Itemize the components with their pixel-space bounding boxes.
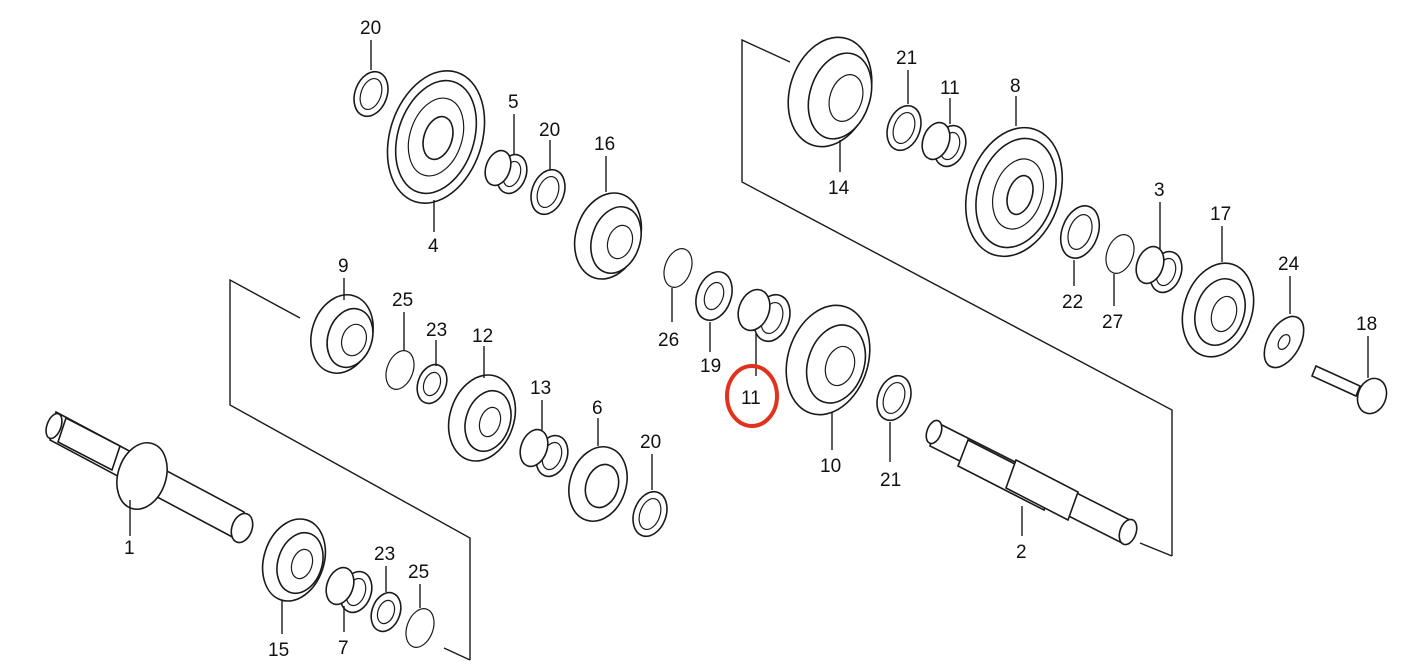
part-25-clip-lower [405, 584, 435, 648]
label-5: 5 [508, 92, 519, 113]
label-27: 27 [1102, 312, 1123, 333]
part-3-bushing [1135, 202, 1183, 294]
label-24: 24 [1278, 254, 1300, 275]
part-27-clip [1105, 234, 1135, 306]
label-3: 3 [1154, 180, 1165, 201]
part-8-gear [964, 96, 1064, 258]
label-1: 1 [124, 538, 135, 559]
part-25-clip-mid [385, 312, 415, 390]
label-18: 18 [1356, 314, 1377, 335]
countershaft-frame [741, 38, 1173, 557]
label-11-highlighted: 11 [741, 388, 761, 409]
part-20-washer-lower [632, 454, 668, 538]
label-10: 10 [820, 456, 841, 477]
part-20-washer-mid [530, 140, 566, 216]
label-25-mid: 25 [392, 290, 413, 311]
label-11-top: 11 [940, 78, 960, 99]
part-2-shaft [925, 419, 1138, 546]
label-21-lower: 21 [880, 470, 901, 491]
label-17: 17 [1210, 204, 1231, 225]
label-4: 4 [428, 236, 439, 257]
label-15: 15 [268, 640, 289, 661]
label-9: 9 [338, 256, 349, 277]
part-22-washer [1059, 205, 1101, 286]
part-11-bushing-top [921, 98, 967, 168]
label-16: 16 [594, 134, 615, 155]
label-20-lower: 20 [640, 432, 661, 453]
label-14: 14 [828, 178, 850, 199]
highlight-circle [725, 364, 779, 428]
part-10-gear [785, 304, 871, 450]
label-7: 7 [338, 638, 349, 659]
part-7-bushing [325, 566, 373, 632]
part-24-washer [1263, 276, 1305, 369]
part-13-bushing [519, 400, 569, 478]
part-5-bushing [484, 114, 528, 195]
label-6: 6 [592, 398, 603, 419]
part-16-gear [573, 156, 643, 280]
part-21-washer-top [886, 70, 922, 152]
label-20-top: 20 [360, 18, 381, 39]
part-1-shaft [45, 410, 254, 544]
part-18-bolt [1310, 336, 1388, 415]
mainshaft-frame [229, 278, 471, 661]
label-8: 8 [1010, 76, 1021, 97]
callout-labels: 20 4 5 20 16 14 21 11 8 3 17 22 27 24 18… [124, 18, 1377, 661]
part-9-gear [310, 278, 374, 374]
part-4-gear [386, 69, 486, 232]
part-26-clip [663, 248, 693, 322]
label-21-top: 21 [896, 48, 917, 69]
part-6-gear [568, 418, 628, 522]
label-23-mid: 23 [426, 320, 447, 341]
part-17-sprocket [1181, 226, 1255, 358]
label-13: 13 [530, 378, 551, 399]
part-20-washer-top [353, 40, 389, 118]
label-2: 2 [1016, 542, 1027, 563]
label-12: 12 [472, 326, 493, 347]
label-19: 19 [700, 356, 721, 377]
part-15-gear [261, 518, 327, 634]
label-26: 26 [658, 330, 679, 351]
label-22: 22 [1062, 292, 1083, 313]
part-23-washer-mid [416, 340, 448, 405]
part-11-bushing [737, 288, 791, 376]
part-23-washer-lower [370, 566, 402, 633]
label-23-lower: 23 [374, 544, 395, 565]
label-20-mid: 20 [539, 120, 560, 141]
part-14-gear [787, 36, 873, 172]
part-19-washer [695, 270, 733, 352]
part-12-gear [447, 346, 517, 462]
part-21-washer-lower [876, 374, 912, 462]
label-25-lower: 25 [408, 562, 429, 583]
